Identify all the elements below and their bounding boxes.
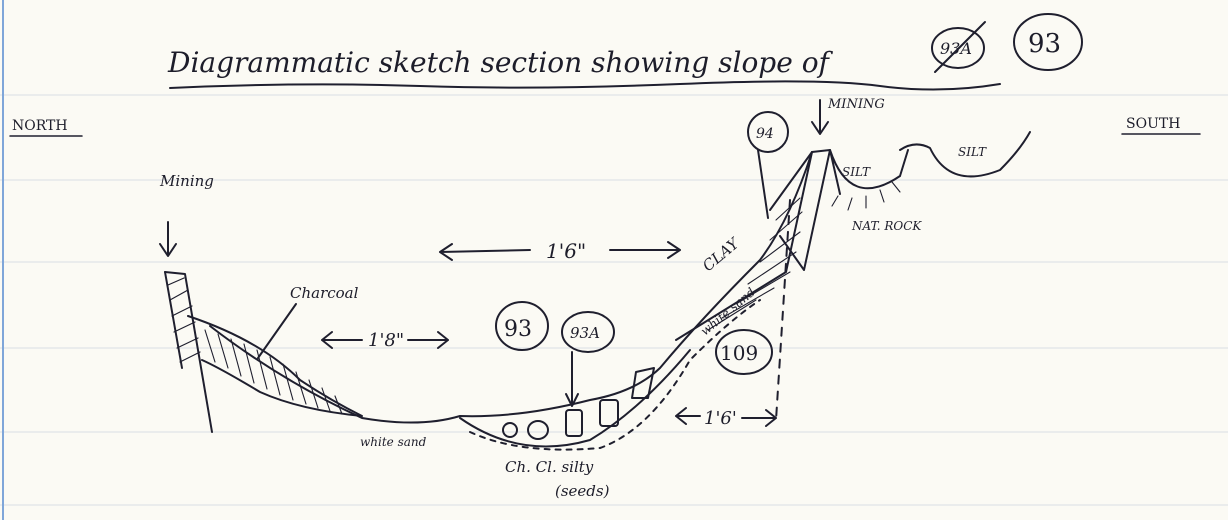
svg-text:93A: 93A (570, 324, 600, 342)
diagram-title: Diagrammatic sketch section showing slop… (167, 46, 834, 79)
charcoal-pointer (257, 303, 297, 359)
silt-label-2: SILT (958, 145, 987, 159)
notebook-rules (0, 94, 1228, 506)
white-sand-left-label: white sand (360, 435, 427, 449)
silt-label-1: SILT (842, 165, 871, 179)
north-label: NORTH (12, 118, 68, 134)
fill-description-line2: (seeds) (555, 482, 610, 500)
nat-rock-label: NAT. ROCK (851, 219, 922, 233)
south-label: SOUTH (1126, 116, 1180, 132)
mining-left-label: Mining (159, 172, 214, 190)
clay-label: CLAY (699, 233, 744, 275)
dimension-bottom: 1'6' (675, 407, 777, 429)
svg-text:109: 109 (720, 341, 758, 365)
svg-text:1'8": 1'8" (368, 330, 404, 351)
dimension-left: 1'8" (321, 330, 449, 351)
title-underline (169, 80, 1001, 91)
title-ref-struck: 93A (931, 21, 986, 73)
mining-right-label: MINING (827, 97, 885, 112)
mining-left-arrow (159, 221, 177, 257)
svg-text:1'6': 1'6' (704, 408, 737, 429)
fill-description-line1: Ch. Cl. silty (505, 458, 594, 476)
svg-text:93: 93 (504, 317, 532, 342)
ref-93a-circle: 93A (561, 311, 615, 407)
section-profile (164, 131, 1031, 451)
ref-94-circle: 94 (747, 111, 789, 219)
svg-text:93A: 93A (940, 39, 972, 58)
ref-109-circle: 109 (715, 329, 773, 375)
svg-text:1'6": 1'6" (546, 239, 586, 263)
mining-right-arrow (811, 99, 829, 135)
svg-text:93: 93 (1028, 29, 1061, 59)
title-ref-circle: 93 (1013, 13, 1083, 71)
svg-text:94: 94 (756, 126, 774, 142)
charcoal-label: Charcoal (290, 284, 359, 302)
ref-93-circle: 93 (495, 301, 549, 351)
dimension-top: 1'6" (439, 239, 681, 263)
